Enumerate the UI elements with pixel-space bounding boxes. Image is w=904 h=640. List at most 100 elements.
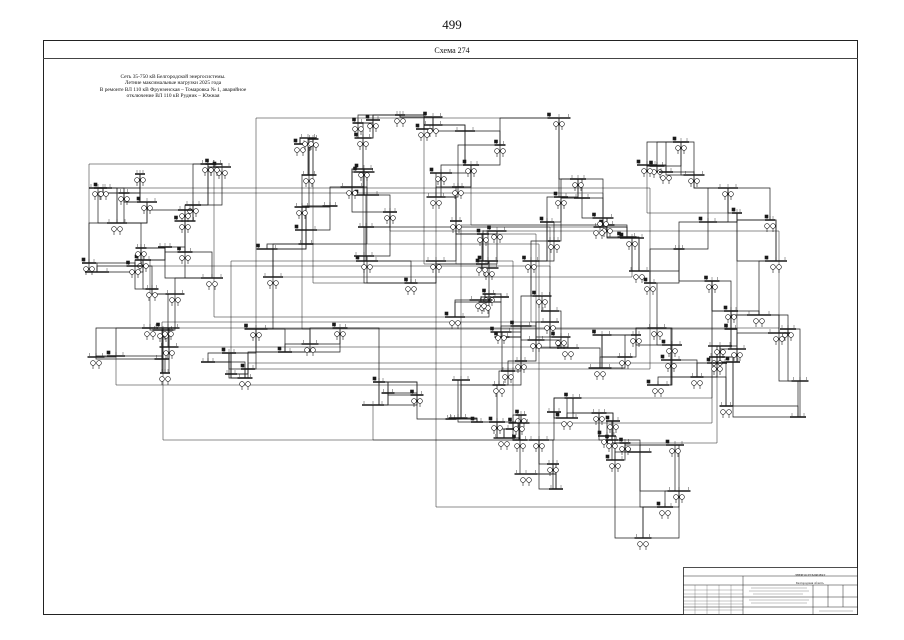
line-segment xyxy=(124,174,141,194)
substation-symbol xyxy=(452,376,470,381)
substation-symbol xyxy=(488,416,505,434)
substation-symbol xyxy=(634,534,652,550)
substation-symbol xyxy=(591,409,607,425)
substation-symbol xyxy=(340,183,364,199)
line-segment xyxy=(435,197,665,508)
line-segment xyxy=(373,382,380,406)
substation-symbol xyxy=(636,159,657,177)
line-segment xyxy=(646,165,737,214)
line-segment xyxy=(736,332,779,349)
scheme-caption: Сеть 35-750 кВ Белгородской энергосистем… xyxy=(88,74,258,100)
line-segment xyxy=(643,491,680,539)
line-segment xyxy=(708,213,738,223)
substation-symbol xyxy=(494,139,506,157)
line-segment xyxy=(639,452,665,508)
line-segment xyxy=(357,114,400,123)
substation-symbol xyxy=(293,138,306,156)
caption-line-1: Сеть 35-750 кВ Белгородской энергосистем… xyxy=(120,74,226,80)
substation-symbol xyxy=(355,255,378,273)
substation-symbol xyxy=(719,402,733,418)
substation-symbol xyxy=(532,290,552,308)
line-segment xyxy=(306,206,331,231)
substation-symbol xyxy=(551,331,571,349)
line-segment xyxy=(208,361,246,378)
line-segment xyxy=(244,368,248,378)
substation-symbol xyxy=(448,414,468,419)
line-segment xyxy=(367,194,391,212)
line-segment xyxy=(115,356,499,386)
line-segment xyxy=(728,187,771,220)
substation-symbol xyxy=(450,217,462,233)
line-segment xyxy=(483,233,537,340)
line-segment xyxy=(553,397,573,412)
title-block-stamp xyxy=(683,567,858,615)
substation-symbol xyxy=(423,121,443,137)
substation-symbol xyxy=(508,417,530,435)
line-segment xyxy=(568,347,601,368)
substation-symbol xyxy=(698,216,717,223)
line-segment xyxy=(124,174,141,194)
substation-symbol xyxy=(747,311,771,327)
line-segment xyxy=(185,251,213,278)
line-segment xyxy=(312,139,411,284)
substation-symbol xyxy=(294,224,317,231)
substation-symbol xyxy=(476,228,489,246)
substation-symbol xyxy=(354,163,373,181)
substation-symbol xyxy=(514,470,538,486)
substation-symbol xyxy=(426,257,446,273)
caption-line-2: Летние максимальные нагрузки 2025 года xyxy=(124,80,222,87)
substation-symbol xyxy=(444,311,465,329)
substation-symbol xyxy=(665,439,684,457)
line-segment xyxy=(457,379,461,418)
substation-symbol xyxy=(237,374,253,390)
substation-symbol xyxy=(154,355,170,360)
substation-symbol xyxy=(156,322,180,340)
substation-symbol xyxy=(493,434,515,450)
line-segment xyxy=(411,261,437,284)
substation-symbol xyxy=(588,364,612,380)
line-segment xyxy=(103,174,141,189)
line-segment xyxy=(530,240,554,261)
substation-symbol xyxy=(501,367,515,383)
line-segment xyxy=(115,327,150,356)
line-segment xyxy=(458,165,472,188)
line-segment xyxy=(635,335,672,346)
substation-symbol xyxy=(106,350,125,357)
line-segment xyxy=(301,207,731,330)
substation-symbol xyxy=(469,296,493,312)
substation-symbol xyxy=(619,437,631,455)
substation-symbol xyxy=(201,274,223,290)
substation-symbol xyxy=(522,255,540,273)
substation-symbol xyxy=(244,323,268,341)
substation-symbol xyxy=(556,342,579,360)
substation-symbol xyxy=(570,175,586,191)
substation-symbol xyxy=(136,196,157,214)
line-segment xyxy=(458,380,462,419)
line-segment xyxy=(247,351,285,369)
substation-symbol xyxy=(81,257,96,275)
substation-symbol xyxy=(728,345,746,361)
substation-symbol xyxy=(159,343,179,359)
substation-symbol xyxy=(541,307,559,312)
substation-symbol xyxy=(667,487,691,503)
line-segment xyxy=(164,247,212,279)
line-segment xyxy=(679,222,709,250)
substation-symbol xyxy=(683,171,705,187)
line-segment xyxy=(373,393,389,406)
substation-symbol xyxy=(646,379,669,397)
substation-symbol xyxy=(718,184,738,200)
line-segment xyxy=(306,243,540,440)
line-segment xyxy=(572,398,599,414)
substation-symbol xyxy=(294,203,310,219)
substation-symbol xyxy=(764,255,787,273)
line-segment xyxy=(373,395,418,406)
substation-symbol xyxy=(673,245,685,250)
line-segment xyxy=(650,249,680,284)
substation-symbol xyxy=(690,373,704,389)
substation-symbol xyxy=(661,339,682,357)
substation-symbol xyxy=(159,369,171,385)
line-segment xyxy=(717,213,738,358)
line-segment xyxy=(379,381,418,395)
substation-symbol xyxy=(706,357,727,375)
line-segment xyxy=(499,117,559,145)
